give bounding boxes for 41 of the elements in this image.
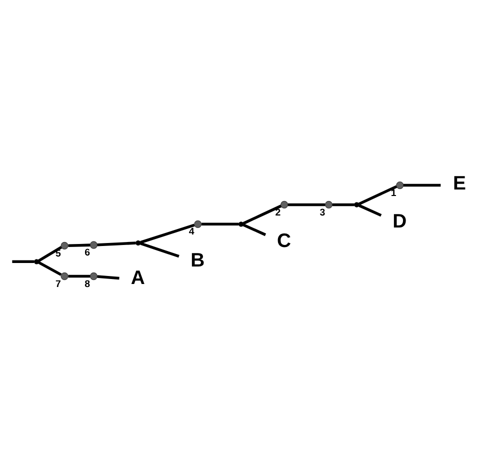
node-label: 4 bbox=[188, 226, 194, 238]
connector bbox=[97, 275, 120, 280]
node-label: 3 bbox=[320, 207, 326, 218]
node-point bbox=[354, 202, 360, 208]
connector bbox=[12, 260, 34, 264]
node-text: B bbox=[190, 249, 205, 272]
node-label: 7 bbox=[56, 278, 61, 290]
node-label: 2 bbox=[275, 207, 281, 218]
node-text: D bbox=[392, 210, 407, 233]
node-text: C bbox=[277, 230, 292, 252]
connector bbox=[242, 204, 282, 225]
connector bbox=[288, 203, 326, 206]
node-text: A bbox=[130, 266, 145, 289]
connector bbox=[242, 224, 266, 236]
connector bbox=[140, 242, 180, 258]
node-circle bbox=[60, 242, 68, 250]
node-label: 8 bbox=[84, 278, 90, 290]
connector bbox=[38, 246, 62, 262]
node-circle bbox=[194, 220, 202, 228]
connector bbox=[68, 274, 90, 278]
node-point bbox=[238, 222, 244, 227]
node-circle bbox=[90, 272, 98, 280]
node-circle bbox=[396, 181, 404, 190]
connector bbox=[97, 242, 136, 246]
node-label: 1 bbox=[390, 188, 396, 199]
node-label: 6 bbox=[84, 248, 90, 259]
connector bbox=[68, 244, 90, 247]
connector bbox=[358, 204, 382, 217]
connector bbox=[332, 203, 354, 206]
node-circle bbox=[60, 272, 68, 280]
connector bbox=[358, 185, 398, 206]
connector bbox=[202, 222, 239, 226]
node-text: E bbox=[453, 172, 466, 194]
node-point bbox=[34, 259, 40, 264]
connector bbox=[140, 224, 195, 244]
node-circle bbox=[324, 200, 333, 209]
node-circle bbox=[280, 200, 288, 209]
node-circle bbox=[90, 241, 98, 249]
connector bbox=[38, 261, 62, 276]
node-point bbox=[136, 240, 141, 246]
connector bbox=[403, 184, 441, 187]
